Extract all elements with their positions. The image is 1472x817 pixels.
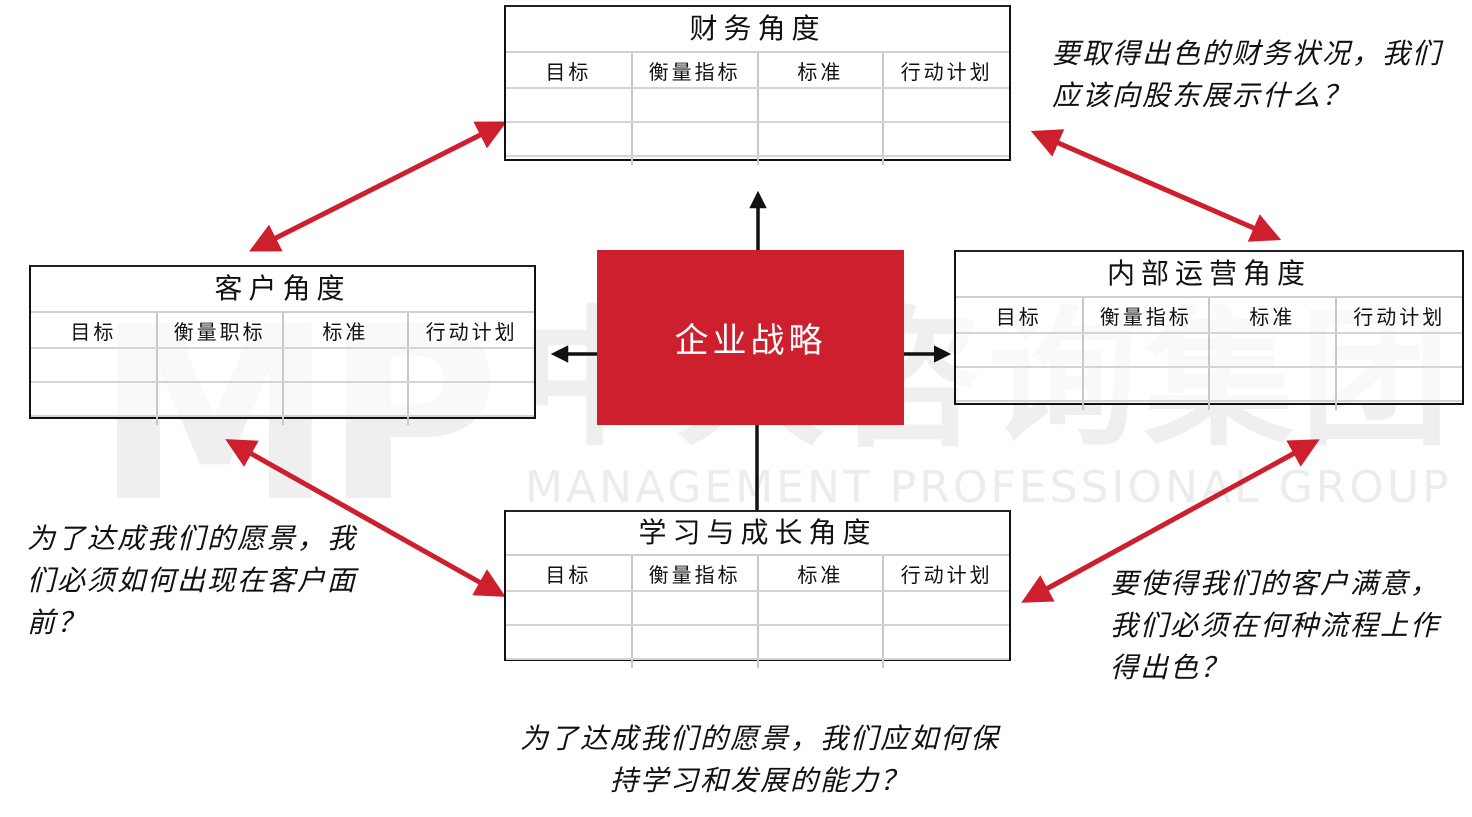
table-row <box>506 122 1009 157</box>
column-header-action-plan: 行动计划 <box>883 53 1009 89</box>
internal-process-perspective-title: 内部运营角度 <box>956 252 1462 298</box>
table-cell[interactable] <box>156 382 284 417</box>
internal-process-perspective-table: 内部运营角度 目标 衡量指标 标准 行动计划 <box>954 250 1464 410</box>
column-header-target: 标准 <box>1209 298 1337 334</box>
table-cell[interactable] <box>883 88 1009 123</box>
table-cell[interactable] <box>757 591 885 626</box>
customer-question: 为了达成我们的愿景，我们必须如何出现在客户面前？ <box>27 522 358 639</box>
arrow-financial-internal <box>1030 129 1282 242</box>
column-header-objective: 目标 <box>31 313 158 349</box>
arrow-customer-learning <box>225 439 506 597</box>
table-cell[interactable] <box>1335 367 1462 402</box>
table-cell <box>1209 401 1337 410</box>
financial-perspective-title: 财务角度 <box>506 7 1009 53</box>
learning-growth-perspective-table: 学习与成长角度 目标 衡量指标 标准 行动计划 <box>504 510 1011 668</box>
table-cell[interactable] <box>408 382 534 417</box>
column-header-objective: 目标 <box>506 53 633 89</box>
table-row <box>506 591 1009 626</box>
column-header-measure: 衡量职标 <box>156 313 284 349</box>
table-cell[interactable] <box>757 88 885 123</box>
table-cell[interactable] <box>1209 367 1337 402</box>
table-cell[interactable] <box>1082 333 1210 368</box>
column-header-objective: 目标 <box>956 298 1084 334</box>
table-cell <box>282 416 410 425</box>
column-header-objective: 目标 <box>506 556 633 592</box>
column-header-measure: 衡量指标 <box>631 53 759 89</box>
column-header-measure: 衡量指标 <box>631 556 759 592</box>
table-cell[interactable] <box>631 591 759 626</box>
table-row <box>506 88 1009 123</box>
column-header-measure: 衡量指标 <box>1082 298 1210 334</box>
table-row <box>31 382 534 417</box>
table-cell[interactable] <box>1335 333 1462 368</box>
table-cell[interactable] <box>883 122 1009 157</box>
table-cell[interactable] <box>956 333 1084 368</box>
table-row <box>31 348 534 383</box>
table-cell <box>883 156 1009 165</box>
corporate-strategy-label: 企业战略 <box>674 321 827 361</box>
table-cell[interactable] <box>31 348 158 383</box>
table-cell[interactable] <box>631 88 759 123</box>
learning-growth-perspective-title: 学习与成长角度 <box>506 512 1009 556</box>
learning-growth-question: 为了达成我们的愿景，我们应如何保持学习和发展的能力？ <box>520 722 1001 797</box>
table-cell[interactable] <box>506 625 633 660</box>
table-cell[interactable] <box>156 348 284 383</box>
column-header-target: 标准 <box>757 53 885 89</box>
financial-perspective-table: 财务角度 目标 衡量指标 标准 行动计划 <box>504 5 1011 165</box>
table-cell <box>956 401 1084 410</box>
table-cell[interactable] <box>631 625 759 660</box>
table-cell <box>631 659 759 668</box>
table-cell[interactable] <box>1209 333 1337 368</box>
table-cell <box>506 659 633 668</box>
table-cell <box>1082 401 1210 410</box>
table-cell <box>757 156 885 165</box>
table-cell <box>31 416 158 425</box>
table-cell <box>757 659 885 668</box>
column-header-action-plan: 行动计划 <box>883 556 1009 592</box>
table-cell[interactable] <box>883 591 1009 626</box>
financial-question: 要取得出色的财务状况，我们应该向股东展示什么？ <box>1052 37 1443 112</box>
column-header-target: 标准 <box>757 556 885 592</box>
arrow-learning-internal <box>1021 439 1320 603</box>
table-cell[interactable] <box>1082 367 1210 402</box>
customer-perspective-title: 客户角度 <box>31 267 534 313</box>
table-cell <box>883 659 1009 668</box>
column-header-action-plan: 行动计划 <box>1335 298 1462 334</box>
table-cell[interactable] <box>757 625 885 660</box>
table-cell[interactable] <box>757 122 885 157</box>
arrow-customer-financial <box>249 121 507 252</box>
table-cell[interactable] <box>506 591 633 626</box>
table-cell[interactable] <box>408 348 534 383</box>
customer-perspective-table: 客户角度 目标 衡量职标 标准 行动计划 <box>29 265 536 425</box>
column-header-action-plan: 行动计划 <box>408 313 534 349</box>
table-cell <box>631 156 759 165</box>
column-header-target: 标准 <box>282 313 410 349</box>
table-cell[interactable] <box>31 382 158 417</box>
table-row <box>956 367 1462 402</box>
table-cell[interactable] <box>506 122 633 157</box>
table-cell <box>506 156 633 165</box>
table-cell <box>156 416 284 425</box>
table-row <box>956 333 1462 368</box>
table-cell[interactable] <box>282 348 410 383</box>
table-cell[interactable] <box>631 122 759 157</box>
table-cell[interactable] <box>883 625 1009 660</box>
internal-process-question: 要使得我们的客户满意，我们必须在何种流程上作得出色？ <box>1110 567 1441 684</box>
table-row <box>506 625 1009 660</box>
table-cell <box>1336 401 1463 410</box>
table-cell[interactable] <box>956 367 1084 402</box>
corporate-strategy-box: 企业战略 <box>597 250 904 425</box>
table-cell[interactable] <box>506 88 633 123</box>
table-cell[interactable] <box>282 382 410 417</box>
table-cell <box>408 416 534 425</box>
